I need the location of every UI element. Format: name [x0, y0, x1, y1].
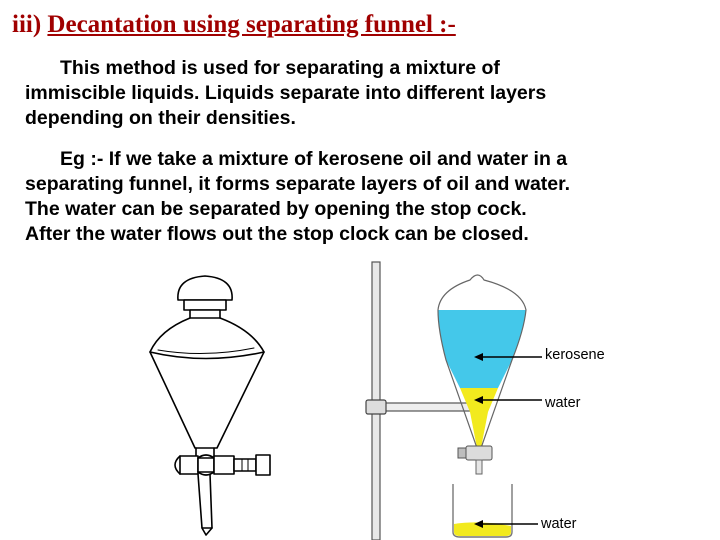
paragraph-line: separating funnel, it forms separate lay…	[25, 173, 571, 195]
paragraph-line: This method is used for separating a mix…	[60, 57, 500, 79]
beaker	[452, 484, 513, 538]
water-funnel-label: water	[545, 395, 581, 411]
water-beaker-label: water	[541, 516, 577, 532]
page-title: iii) Decantation using separating funnel…	[12, 12, 456, 37]
paragraph-line: After the water flows out the stop clock…	[25, 223, 529, 245]
paragraph-line: The water can be separated by opening th…	[25, 198, 527, 220]
title-prefix: iii)	[12, 11, 48, 38]
paragraph-example: Eg :- If we take a mixture of kerosene o…	[25, 147, 715, 247]
kerosene-label: kerosene	[545, 347, 605, 363]
collected-water	[454, 522, 511, 536]
stop-cock-icon	[465, 445, 493, 461]
paragraph-line: depending on their densities.	[25, 107, 296, 129]
paragraph-line: Eg :- If we take a mixture of kerosene o…	[60, 148, 568, 170]
water-stem	[470, 412, 488, 448]
title-main: Decantation using separating funnel :-	[47, 11, 456, 38]
paragraph-line: immiscible liquids. Liquids separate int…	[25, 82, 547, 104]
kerosene-layer	[438, 310, 526, 388]
clamp-boss	[365, 399, 387, 415]
paragraph-definition: This method is used for separating a mix…	[25, 56, 715, 131]
